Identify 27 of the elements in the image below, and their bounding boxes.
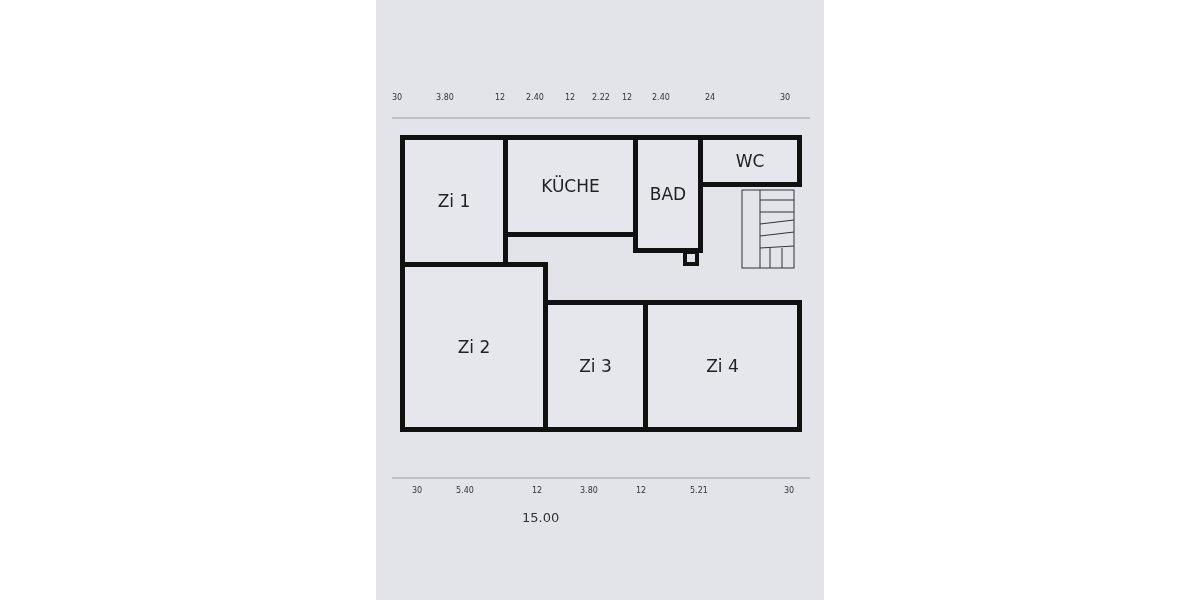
dimension-label: 15.00	[522, 510, 560, 525]
dimension-label: 3.80	[436, 93, 454, 102]
dimension-label: 30	[784, 486, 795, 495]
dimension-label: 2.22	[592, 93, 610, 102]
dimension-label: 12	[565, 93, 576, 102]
room-label: Zi 1	[437, 191, 471, 211]
room-label: KÜCHE	[541, 176, 600, 196]
room-label: Zi 3	[579, 356, 612, 376]
room-label: BAD	[649, 184, 687, 204]
dimension-label: 5.21	[690, 486, 708, 495]
room-label: WC	[735, 151, 765, 171]
dimension-label: 5.40	[456, 486, 474, 495]
dimension-label: 30	[392, 93, 403, 102]
dimension-label: 2.40	[526, 93, 544, 102]
room-label: Zi 2	[457, 337, 491, 357]
dimension-label: 24	[705, 93, 716, 102]
room	[633, 135, 703, 253]
dimension-label: 12	[495, 93, 506, 102]
dimension-label: 2.40	[652, 93, 670, 102]
dimension-label: 12	[622, 93, 633, 102]
room	[400, 262, 548, 432]
dimension-label: 30	[780, 93, 791, 102]
dimension-label: 3.80	[580, 486, 598, 495]
dimension-label: 12	[532, 486, 543, 495]
dimension-label: 12	[636, 486, 647, 495]
room-label: Zi 4	[706, 356, 739, 376]
dimension-label: 30	[412, 486, 423, 495]
